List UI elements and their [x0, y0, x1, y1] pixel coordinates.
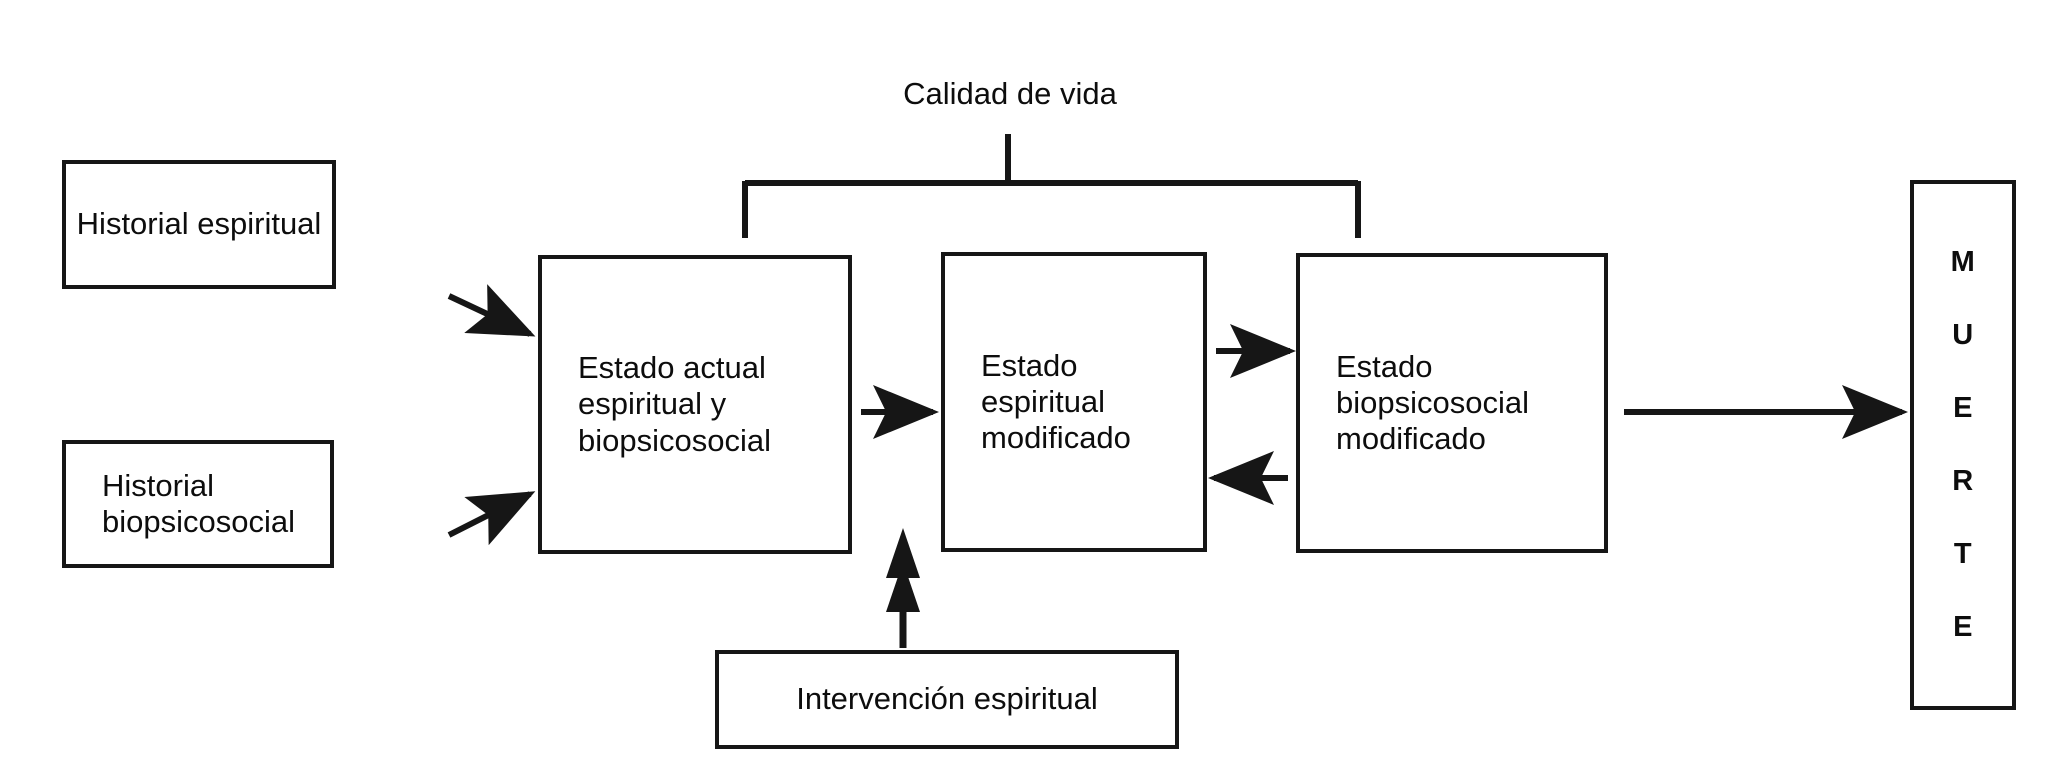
node-intervencion-espiritual[interactable]: Intervención espiritual — [715, 650, 1179, 749]
node-intervencion-espiritual-label: Intervención espiritual — [796, 681, 1098, 717]
arrow-intervencion-to-estado-actual — [886, 528, 920, 648]
node-historial-biopsicosocial[interactable]: Historial biopsicosocial — [62, 440, 334, 568]
node-estado-actual[interactable]: Estado actual espiritual y biopsicosocia… — [538, 255, 852, 554]
node-historial-espiritual[interactable]: Historial espiritual — [62, 160, 336, 289]
node-estado-actual-label: Estado actual espiritual y biopsicosocia… — [578, 350, 771, 458]
node-muerte-letter: U — [1952, 319, 1974, 351]
node-estado-biopsicosocial-modificado[interactable]: Estado biopsicosocial modificado — [1296, 253, 1608, 553]
calidad-de-vida-bracket — [742, 134, 1361, 238]
node-muerte-letter: E — [1953, 611, 1973, 643]
arrow-historial-espiritual-to-estado-actual — [447, 284, 536, 337]
arrow-historial-biopsicosocial-to-estado-actual — [447, 491, 536, 546]
node-estado-espiritual-modificado[interactable]: Estado espiritual modificado — [941, 252, 1207, 552]
node-muerte[interactable]: M U E R T E — [1910, 180, 2016, 710]
node-historial-espiritual-label: Historial espiritual — [76, 206, 322, 242]
calidad-de-vida-label: Calidad de vida — [903, 76, 1117, 111]
node-estado-biopsicosocial-modificado-label: Estado biopsicosocial modificado — [1336, 348, 1529, 457]
node-muerte-letter: E — [1953, 392, 1973, 424]
node-muerte-letter: T — [1953, 538, 1973, 570]
node-muerte-letter: R — [1952, 465, 1974, 497]
node-historial-biopsicosocial-label: Historial biopsicosocial — [102, 467, 295, 539]
node-muerte-letter: M — [1950, 246, 1976, 278]
node-estado-espiritual-modificado-label: Estado espiritual modificado — [981, 347, 1131, 456]
